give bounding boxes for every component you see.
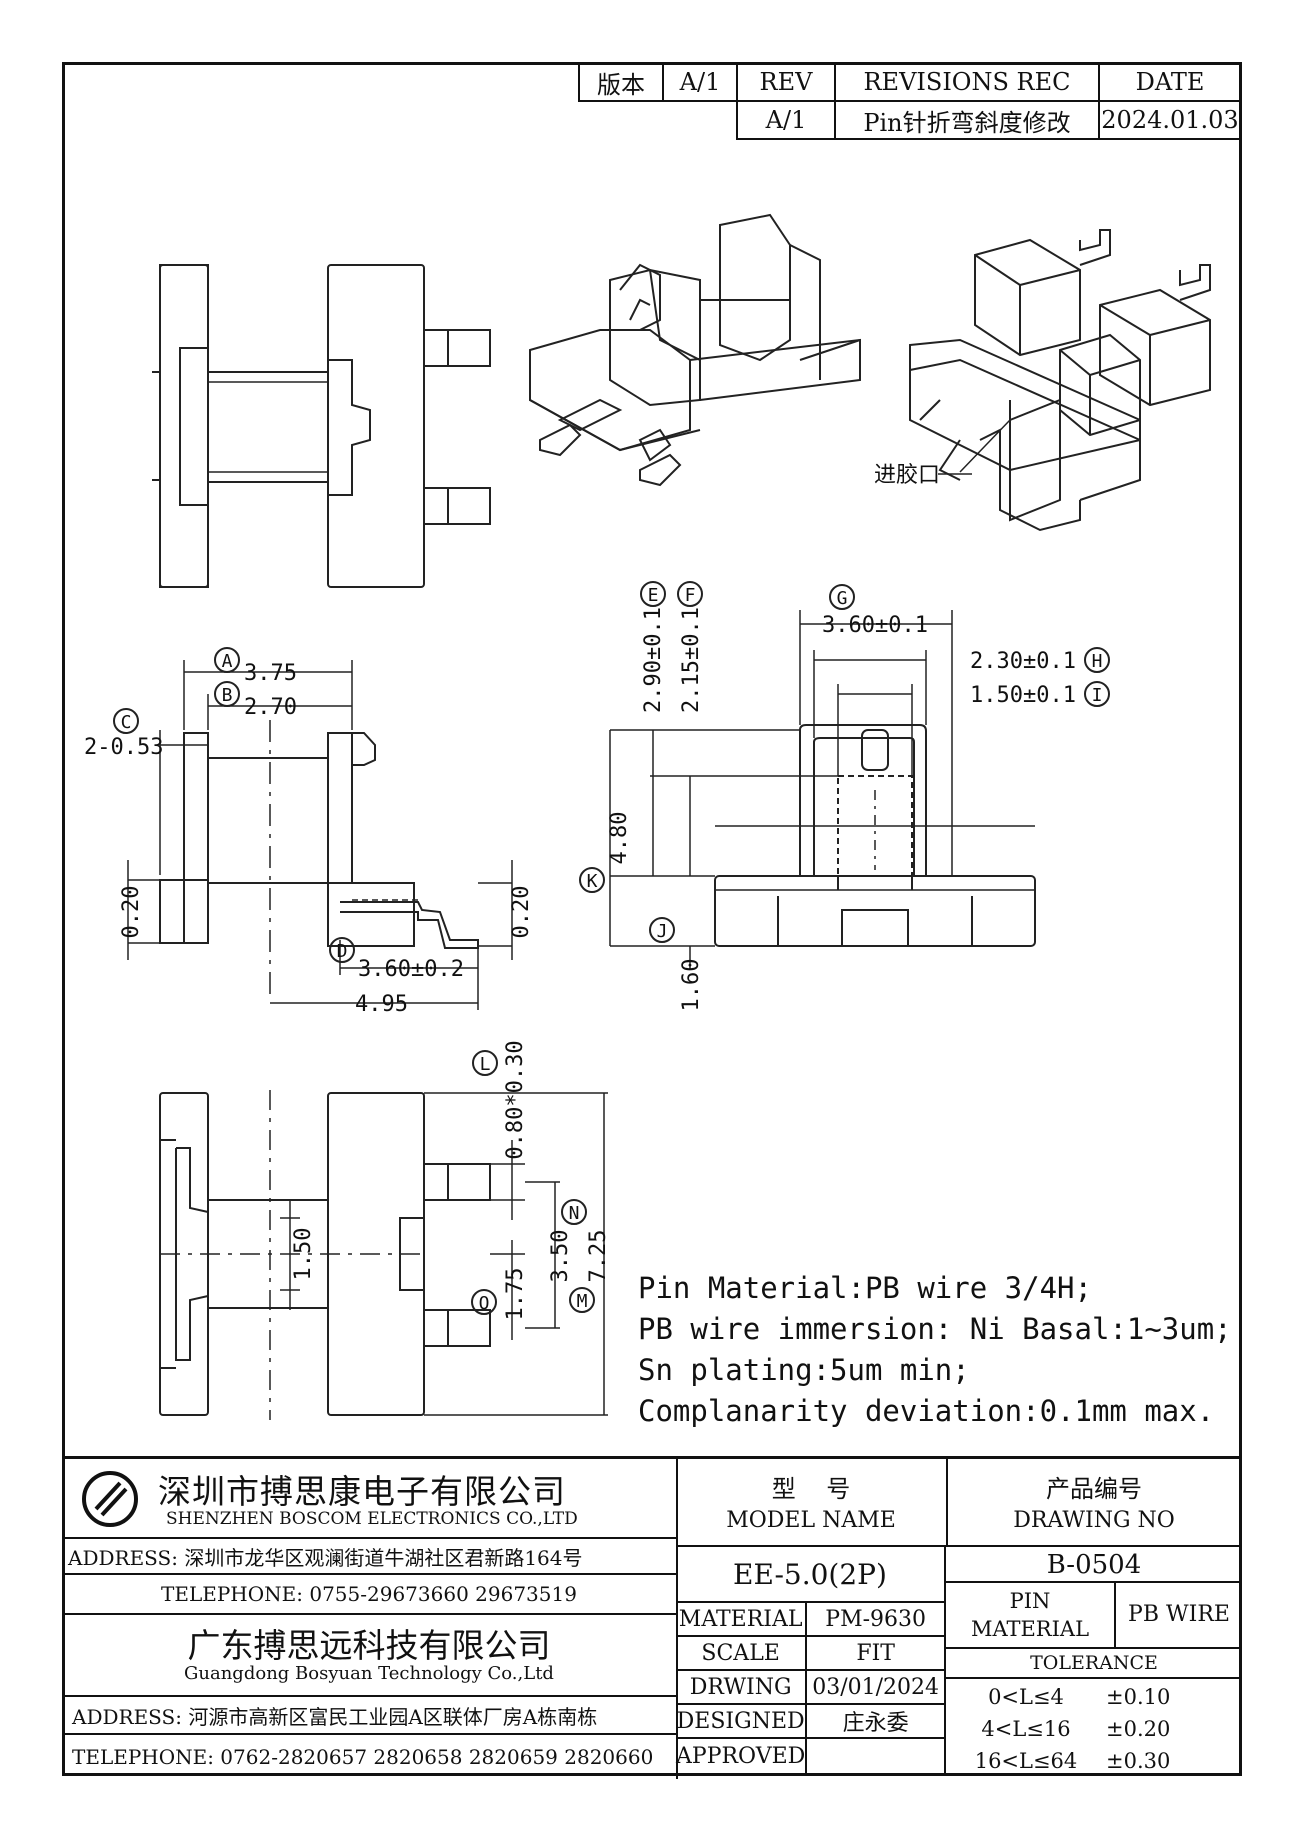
company2-cn: 广东搏思远科技有限公司: [62, 1613, 676, 1667]
pin-material-value: PB WIRE: [1128, 1602, 1230, 1627]
tolerance-value: ±0.20: [1106, 1717, 1171, 1741]
material-value: PM-9630: [805, 1601, 946, 1637]
dim-495: 4.95: [355, 992, 408, 1017]
label-J: J: [657, 921, 668, 942]
dim-150: 1.50: [291, 1228, 316, 1281]
revision-block: 版本 A/1 REV REVISIONS REC DATE A/1 Pin针折弯…: [578, 62, 1242, 140]
approved-value: [805, 1737, 946, 1774]
dim-F-value: 2.15±0.1: [679, 607, 704, 713]
label-L: L: [480, 1054, 491, 1075]
label-G: G: [837, 588, 848, 609]
dim-K-value: 4.80: [607, 812, 632, 865]
version-value: A/1: [662, 62, 738, 102]
tolerance-table: 0<L≤4 ±0.10 4<L≤16 ±0.20 16<L≤64 ±0.30: [946, 1681, 1242, 1777]
dims-front: [609, 610, 953, 970]
gate-label: 进胶口: [874, 463, 940, 488]
dim-E-value: 2.90±0.1: [641, 607, 666, 713]
drawing-date-value: 03/01/2024: [805, 1669, 946, 1705]
tolerance-range: 4<L≤16: [981, 1717, 1071, 1741]
dim-J-value: 1.60: [679, 959, 704, 1012]
label-H: H: [1092, 651, 1103, 672]
company-en: SHENZHEN BOSCOM ELECTRONICS CO.,LTD: [166, 1509, 578, 1529]
material-notes: Pin Material:PB wire 3/4H; PB wire immer…: [638, 1268, 1232, 1432]
model-value: EE-5.0(2P): [676, 1545, 946, 1601]
label-B: B: [222, 685, 233, 706]
dim-B-value: 2.70: [244, 695, 297, 720]
note-line: PB wire immersion: Ni Basal:1~3um;: [638, 1312, 1232, 1346]
record-value: Pin针折弯斜度修改: [834, 100, 1100, 140]
dim-O-value: 1.75: [503, 1268, 528, 1321]
label-I: I: [1092, 685, 1103, 706]
view-isometric-front: [529, 213, 861, 487]
company2-en: Guangdong Bosyuan Technology Co.,Ltd: [184, 1663, 554, 1684]
scale-label: SCALE: [676, 1635, 808, 1671]
note-line: Pin Material:PB wire 3/4H;: [638, 1271, 1092, 1305]
tolerance-range: 0<L≤4: [988, 1685, 1064, 1709]
dim-H-value: 2.30±0.1: [970, 649, 1076, 674]
tolerance-value: ±0.30: [1106, 1749, 1171, 1773]
date-value: 2024.01.03: [1098, 100, 1242, 140]
dims-side: [127, 660, 513, 1010]
material-label: MATERIAL: [676, 1601, 808, 1637]
telephone-1: TELEPHONE: 0755-29673660 29673519: [161, 1582, 577, 1606]
dim-M-value: 7.25: [586, 1230, 611, 1283]
date-header: DATE: [1098, 62, 1242, 102]
dim-C-value: 2-0.53: [84, 735, 163, 760]
approved-label: APPROVED: [676, 1737, 808, 1774]
label-K: K: [587, 871, 598, 892]
designed-label: DESIGNED: [676, 1703, 808, 1739]
model-en: MODEL NAME: [726, 1508, 896, 1533]
pin-material-label: PIN MATERIAL: [946, 1583, 1116, 1647]
view-side: [159, 720, 479, 1000]
note-line: Sn plating:5um min;: [638, 1353, 970, 1387]
label-O: O: [479, 1293, 490, 1314]
rev-header: REV: [736, 62, 836, 102]
label-M: M: [577, 1291, 588, 1312]
label-A: A: [222, 651, 233, 672]
dim-N-value: 3.50: [548, 1230, 573, 1283]
rev-value: A/1: [736, 100, 836, 140]
tolerance-label: TOLERANCE: [946, 1649, 1242, 1679]
tolerance-range: 16<L≤64: [974, 1749, 1078, 1773]
company-logo-icon: [82, 1471, 138, 1527]
tolerance-value: ±0.10: [1106, 1685, 1171, 1709]
model-cn: 型 号: [771, 1475, 851, 1503]
title-block: 深圳市搏思康电子有限公司 SHENZHEN BOSCOM ELECTRONICS…: [62, 1456, 1242, 1779]
dim-I-value: 1.50±0.1: [970, 683, 1076, 708]
designed-value: 庄永委: [805, 1703, 946, 1739]
address-1: ADDRESS: 深圳市龙华区观澜街道牛湖社区君新路164号: [62, 1537, 676, 1575]
view-isometric-bottom: [909, 229, 1211, 532]
version-label: 版本: [578, 62, 664, 102]
telephone-2: TELEPHONE: 0762-2820657 2820658 2820659 …: [72, 1745, 654, 1769]
dim-right-020: 0.20: [509, 886, 534, 939]
company-cn: 深圳市搏思康电子有限公司: [158, 1472, 566, 1511]
drawing-value: B-0504: [946, 1545, 1242, 1581]
drawing-date-label: DRWING: [676, 1669, 808, 1705]
label-N: N: [569, 1203, 580, 1224]
label-F: F: [685, 585, 696, 606]
dim-D-value: 3.60±0.2: [358, 957, 464, 982]
view-bottom-plan: [159, 1090, 491, 1420]
dim-A-value: 3.75: [244, 661, 297, 686]
label-E: E: [648, 585, 659, 606]
note-line: Complanarity deviation:0.1mm max.: [638, 1394, 1215, 1428]
technical-drawing: 进胶口 A 3.75 B 2.70 C 2: [84, 213, 1211, 1420]
view-front: [714, 724, 1036, 947]
drawing-cn: 产品编号: [1046, 1475, 1142, 1503]
label-D: D: [337, 941, 348, 962]
scale-value: FIT: [805, 1635, 946, 1671]
dim-L-value: 0.80*0.30: [503, 1040, 528, 1159]
label-C: C: [121, 712, 132, 733]
dims-bottom: [280, 1092, 608, 1416]
view-top-plan: [152, 264, 491, 588]
record-header: REVISIONS REC: [834, 62, 1100, 102]
dim-G-value: 3.60±0.1: [822, 613, 928, 638]
dim-left-020: 0.20: [119, 886, 144, 939]
address-2: ADDRESS: 河源市高新区富民工业园A区联体厂房A栋南栋: [62, 1695, 676, 1735]
drawing-en: DRAWING NO: [1013, 1508, 1175, 1533]
